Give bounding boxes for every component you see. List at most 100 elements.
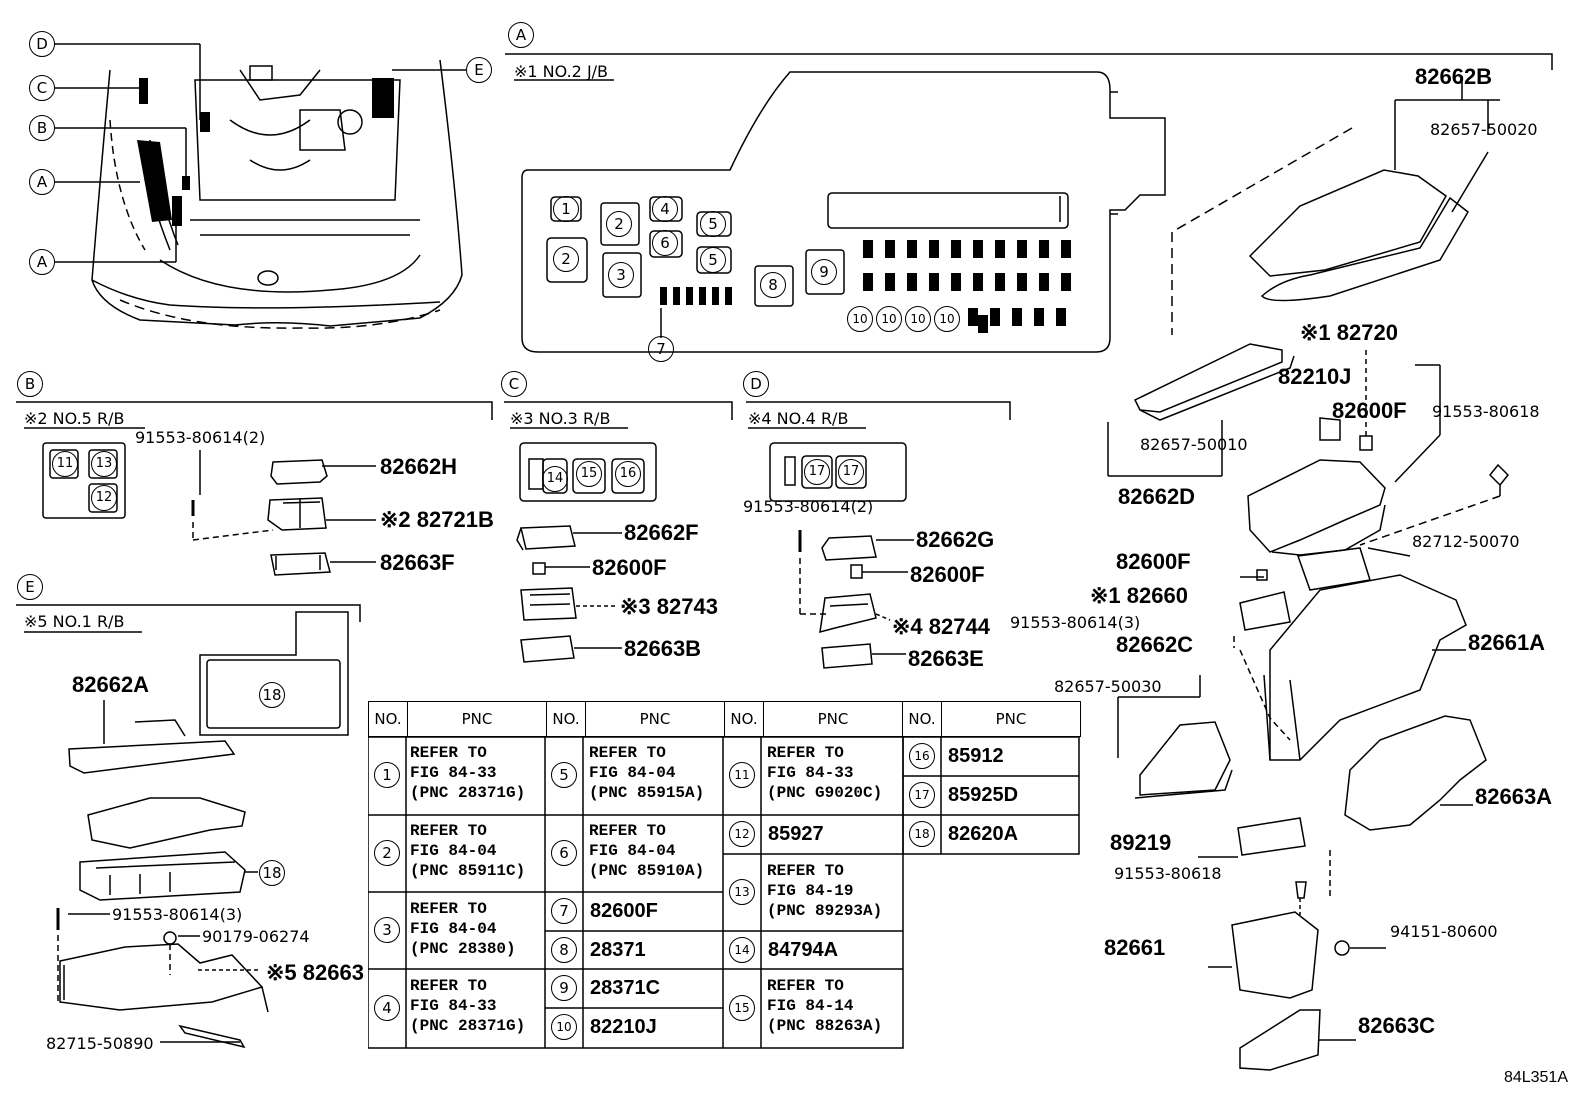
a-82600f-2-label: 82600F <box>1116 549 1191 574</box>
header-pnc-3: PNC <box>763 701 903 737</box>
c-cover-label: 82662F <box>624 520 699 545</box>
pnc-table-body: 1 REFER TO FIG 84-33 (PNC 28371G) 2 REFE… <box>368 737 1080 1049</box>
b-lower-label: 82663F <box>380 550 455 575</box>
a-82663c-label: 82663C <box>1358 1013 1436 1038</box>
row-pnc-5: REFER TO FIG 84-04 (PNC 85915A) <box>589 744 705 802</box>
row-pnc-7: 82600F <box>590 900 658 922</box>
row-no-14: 14 <box>729 937 755 963</box>
jb-position-8: 8 <box>760 272 786 298</box>
row-no-7: 7 <box>551 898 577 924</box>
table-grid <box>368 737 1080 1049</box>
c-lower-label: 82663B <box>624 636 702 661</box>
jb-position-2b: 2 <box>553 246 579 272</box>
row-no-13: 13 <box>729 879 755 905</box>
row-no-12: 12 <box>729 821 755 847</box>
row-pnc-2: REFER TO FIG 84-04 (PNC 85911C) <box>410 822 526 880</box>
row-pnc-9: 28371C <box>590 977 661 999</box>
a-82663a-label: 82663A <box>1475 784 1553 809</box>
e-block-label: ※5 82663 <box>266 960 364 985</box>
row-pnc-4: REFER TO FIG 84-33 (PNC 28371G) <box>410 977 526 1035</box>
rb5-header: ※2 NO.5 R/B <box>24 409 125 428</box>
callout-b: B <box>29 115 55 141</box>
jb-position-5: 5 <box>700 211 726 237</box>
row-no-17: 17 <box>909 782 935 808</box>
a-82662b-label: 82662B <box>1415 64 1493 89</box>
callout-a-2: A <box>29 249 55 275</box>
b-position-13: 13 <box>91 451 117 477</box>
row-no-10: 10 <box>551 1014 577 1040</box>
section-b-frame <box>16 401 493 420</box>
header-no-3: NO. <box>724 701 764 737</box>
header-pnc-2: PNC <box>585 701 725 737</box>
engine-bay-callouts <box>54 43 466 263</box>
a-89219-label: 89219 <box>1110 830 1172 855</box>
callout-c: C <box>29 75 55 101</box>
d-bolt-label: 91553-80614(2) <box>743 497 874 516</box>
row-no-8: 8 <box>551 937 577 963</box>
row-no-9: 9 <box>551 975 577 1001</box>
d-lower-label: 82663E <box>908 646 984 671</box>
row-pnc-17: 85925D <box>948 784 1019 806</box>
row-pnc-1: REFER TO FIG 84-33 (PNC 28371G) <box>410 744 526 802</box>
row-no-1: 1 <box>374 762 400 788</box>
row-pnc-8: 28371 <box>590 939 646 961</box>
c-relay-label: 82600F <box>592 555 667 580</box>
row-no-15: 15 <box>729 995 755 1021</box>
d-relay-label: 82600F <box>910 562 985 587</box>
section-b-marker: B <box>17 371 43 397</box>
header-pnc-4: PNC <box>941 701 1081 737</box>
row-no-6: 6 <box>551 840 577 866</box>
section-e-marker: E <box>17 574 43 600</box>
row-pnc-3: REFER TO FIG 84-04 (PNC 28380) <box>410 900 516 958</box>
pnc-reference-table: NO. PNC NO. PNC NO. PNC NO. PNC <box>368 701 1081 737</box>
row-no-11: 11 <box>729 762 755 788</box>
header-no-1: NO. <box>368 701 408 737</box>
a-91553-80614-label: 91553-80614(3) <box>1010 613 1141 632</box>
row-pnc-10: 82210J <box>590 1016 657 1038</box>
row-no-18: 18 <box>909 821 935 847</box>
row-no-16: 16 <box>909 743 935 769</box>
jb-position-5b: 5 <box>700 247 726 273</box>
e-bolt-label: 91553-80614(3) <box>112 905 243 924</box>
b-cover-label: 82662H <box>380 454 458 479</box>
row-pnc-13: REFER TO FIG 84-19 (PNC 89293A) <box>767 862 883 920</box>
a-82662c-label: 82662C <box>1116 632 1194 657</box>
a-82657-50030-label: 82657-50030 <box>1054 677 1162 696</box>
fuse-box-locations <box>137 78 394 226</box>
header-no-4: NO. <box>902 701 942 737</box>
section-c-frame <box>504 401 733 420</box>
a-82657-50010-label: 82657-50010 <box>1140 435 1248 454</box>
jb-position-10a: 10 <box>847 306 873 332</box>
row-pnc-18: 82620A <box>948 823 1019 845</box>
a-91553-80618-label: 91553-80618 <box>1432 402 1540 421</box>
e-position-18: 18 <box>259 682 285 708</box>
row-pnc-6: REFER TO FIG 84-04 (PNC 85910A) <box>589 822 705 880</box>
engine-bay-illustration <box>91 59 463 329</box>
jb-fuse-array <box>660 240 1071 333</box>
d-position-17b: 17 <box>838 459 864 485</box>
callout-e: E <box>466 57 492 83</box>
b-position-12: 12 <box>91 485 117 511</box>
section-d-frame <box>746 401 1011 420</box>
b-position-11: 11 <box>52 451 78 477</box>
jb-position-1: 1 <box>553 196 579 222</box>
row-no-3: 3 <box>374 917 400 943</box>
d-position-17a: 17 <box>804 459 830 485</box>
section-a-marker: A <box>508 22 534 48</box>
section-c-marker: C <box>501 371 527 397</box>
jb-position-10b: 10 <box>876 306 902 332</box>
a-82210j-label: 82210J <box>1278 364 1352 389</box>
a-82661-label: 82661 <box>1104 935 1166 960</box>
row-pnc-15: REFER TO FIG 84-14 (PNC 88263A) <box>767 977 883 1035</box>
a-82657-50020-label: 82657-50020 <box>1430 120 1538 139</box>
a-82600f-label: 82600F <box>1332 398 1407 423</box>
e-position-18b: 18 <box>259 860 285 886</box>
b-bolt-label: 91553-80614(2) <box>135 428 266 447</box>
jb-outline <box>521 71 1166 353</box>
jb-header: ※1 NO.2 J/B <box>514 62 609 81</box>
rb4-header: ※4 NO.4 R/B <box>748 409 849 428</box>
rb1-header: ※5 NO.1 R/B <box>24 612 125 631</box>
c-position-15: 15 <box>576 461 602 487</box>
